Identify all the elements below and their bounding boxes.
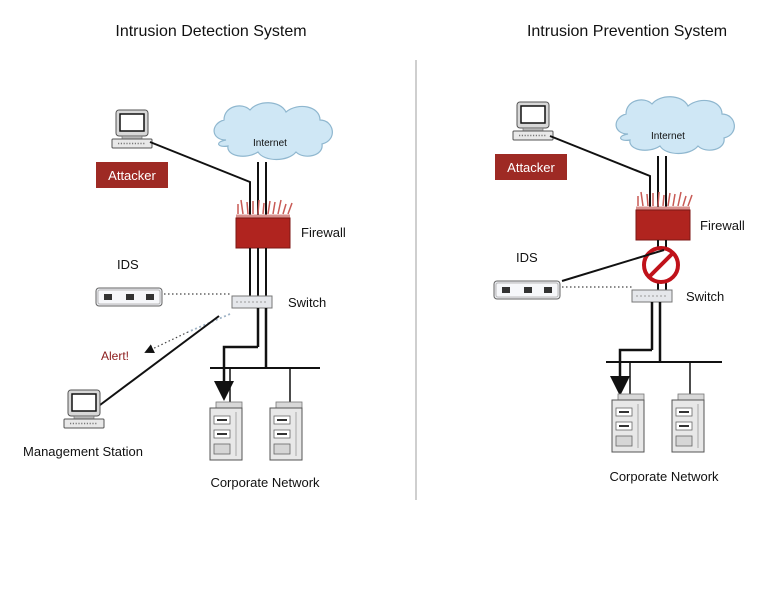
computer-icon [63,389,105,429]
alert-arrow [144,331,189,354]
ids-device [493,280,561,300]
firewall-icon [234,198,294,250]
ids-panel: Intrusion Detection System Attacker Inte… [23,23,346,490]
switch-icon [631,289,673,303]
attacker-label: Attacker [108,168,156,183]
attacker-badge [96,162,168,188]
firewall [634,190,694,242]
attacker-badge [495,154,567,180]
ips-panel: Intrusion Prevention System Attacker Int… [493,23,745,484]
ids-device-icon [95,287,163,307]
network-traffic-arrow [214,345,258,401]
alert-label: Alert! [101,349,129,363]
management-link [99,315,220,406]
management-label: Management Station [23,444,143,459]
ids-control-link [561,249,665,282]
block-icon [642,246,680,284]
switch-label: Switch [288,295,326,310]
server-2 [269,401,303,461]
internet-label: Internet [253,138,287,149]
internet-cloud [615,96,735,155]
internet-label: Internet [651,131,685,142]
ids-label: IDS [516,250,538,265]
server-1 [611,393,645,453]
attacker-label: Attacker [507,160,555,175]
server-2 [671,393,705,453]
server-icon [671,393,705,453]
network-label: Corporate Network [210,475,320,490]
firewall-label: Firewall [301,225,346,240]
computer-icon [512,101,554,141]
switch-label: Switch [686,289,724,304]
switch [231,295,273,309]
panel-title: Intrusion Prevention System [527,23,727,40]
ids-device-icon [493,280,561,300]
attacker-computer [512,101,554,141]
network-label: Corporate Network [609,469,719,484]
cloud-icon [213,102,333,161]
server-icon [269,401,303,461]
switch-icon [231,295,273,309]
ids-label: IDS [117,257,139,272]
cloud-icon [615,96,735,155]
panel-title: Intrusion Detection System [115,23,306,40]
server-icon [209,401,243,461]
firewall-label: Firewall [700,218,745,233]
firewall [234,198,294,250]
computer-icon [111,109,153,149]
management-station [63,389,105,429]
internet-cloud [213,102,333,161]
server-1 [209,401,243,461]
switch [631,289,673,303]
attacker-link [149,141,251,218]
network-traffic-arrow [610,348,652,396]
ids-device [95,287,163,307]
server-icon [611,393,645,453]
attacker-computer [111,109,153,149]
firewall-icon [634,190,694,242]
attacker-link [549,135,651,210]
blocked-symbol [642,246,680,284]
